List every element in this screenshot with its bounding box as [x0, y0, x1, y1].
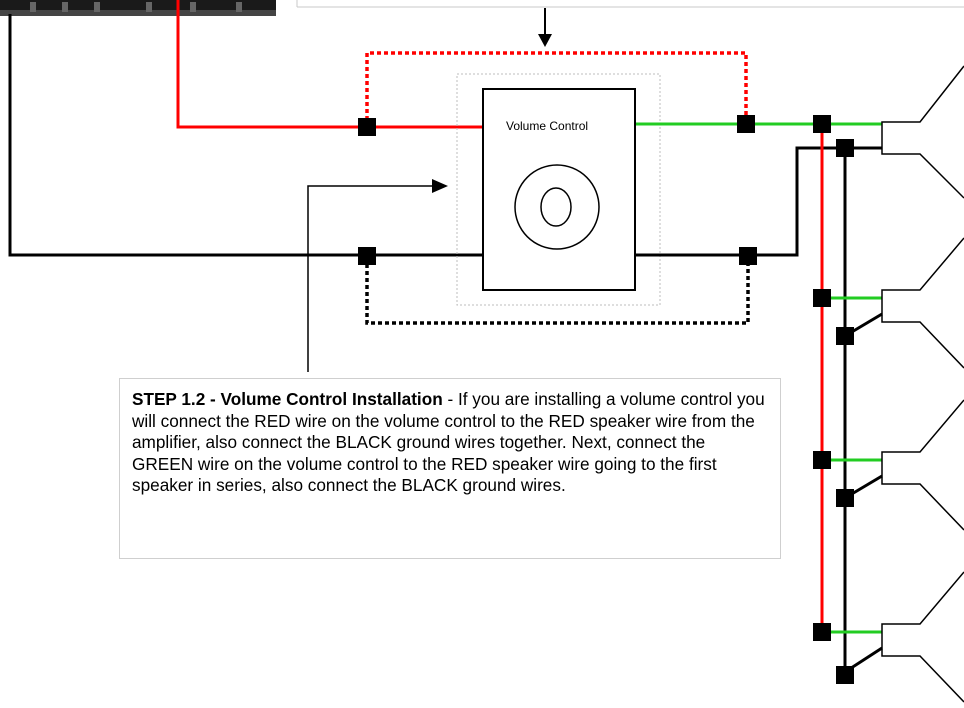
- red-dotted-bypass: [365, 51, 748, 127]
- volume-control-label: Volume Control: [506, 119, 588, 133]
- connector-bus-red-4: [813, 623, 831, 641]
- connectors: [358, 115, 854, 684]
- volume-knob-inner: [540, 187, 572, 227]
- connector-bus-black-2: [836, 327, 854, 345]
- black-wire-amp: [8, 14, 484, 257]
- connector-bus-red-2: [813, 289, 831, 307]
- black-dotted-bypass: [365, 257, 750, 325]
- instruction-callout: STEP 1.2 - Volume Control Installation -…: [119, 378, 781, 559]
- step-body: - If you are installing a volume control…: [132, 389, 765, 495]
- connector-bus-red-3: [813, 451, 831, 469]
- volume-control-frame: [456, 73, 661, 306]
- connector-bus-black-1: [836, 139, 854, 157]
- speaker-2: [822, 237, 964, 369]
- connector-green-out: [737, 115, 755, 133]
- speaker-1: [822, 65, 964, 199]
- red-wire-amp: [176, 0, 484, 129]
- connector-bus-red-1: [813, 115, 831, 133]
- speaker-3: [822, 399, 964, 531]
- top-frame: [296, 0, 964, 8]
- top-arrow: [538, 8, 552, 47]
- connector-bus-black-3: [836, 489, 854, 507]
- step-title: STEP 1.2 - Volume Control Installation: [132, 389, 443, 409]
- volume-control: [482, 88, 636, 291]
- pointer-arrow: [307, 179, 448, 372]
- connector-black-in: [358, 247, 376, 265]
- connector-red-in: [358, 118, 376, 136]
- connector-black-out: [739, 247, 757, 265]
- connector-bus-black-4: [836, 666, 854, 684]
- amplifier: [0, 0, 276, 16]
